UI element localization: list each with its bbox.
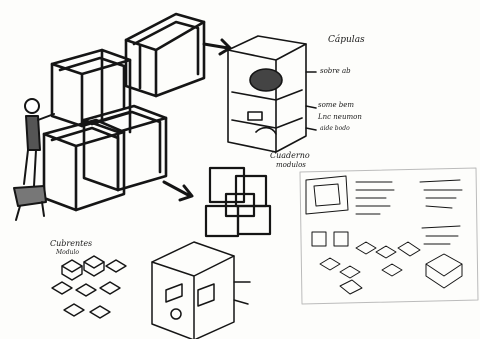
module-cluster [52,256,126,318]
label-left-title: Cubrentes [50,240,92,248]
label-center-title-2: modulos [276,162,306,169]
label-note-low-3: aide bodo [320,126,350,132]
label-note-mid: sobre ab [320,68,351,75]
label-capsules: Cápulas [328,36,365,45]
label-note-low-1: some bem [318,102,354,109]
detail-cube [152,242,250,339]
person-figure [14,99,54,220]
module-squares [206,168,270,236]
right-note-sheet [300,168,478,304]
label-note-low-2: Lnc neumon [318,114,362,121]
stacked-cubes [44,14,204,210]
label-center-title: Cuaderno [270,152,310,160]
capsule-box-sketch [228,36,316,152]
label-left-title-2: Modulo [56,250,79,256]
